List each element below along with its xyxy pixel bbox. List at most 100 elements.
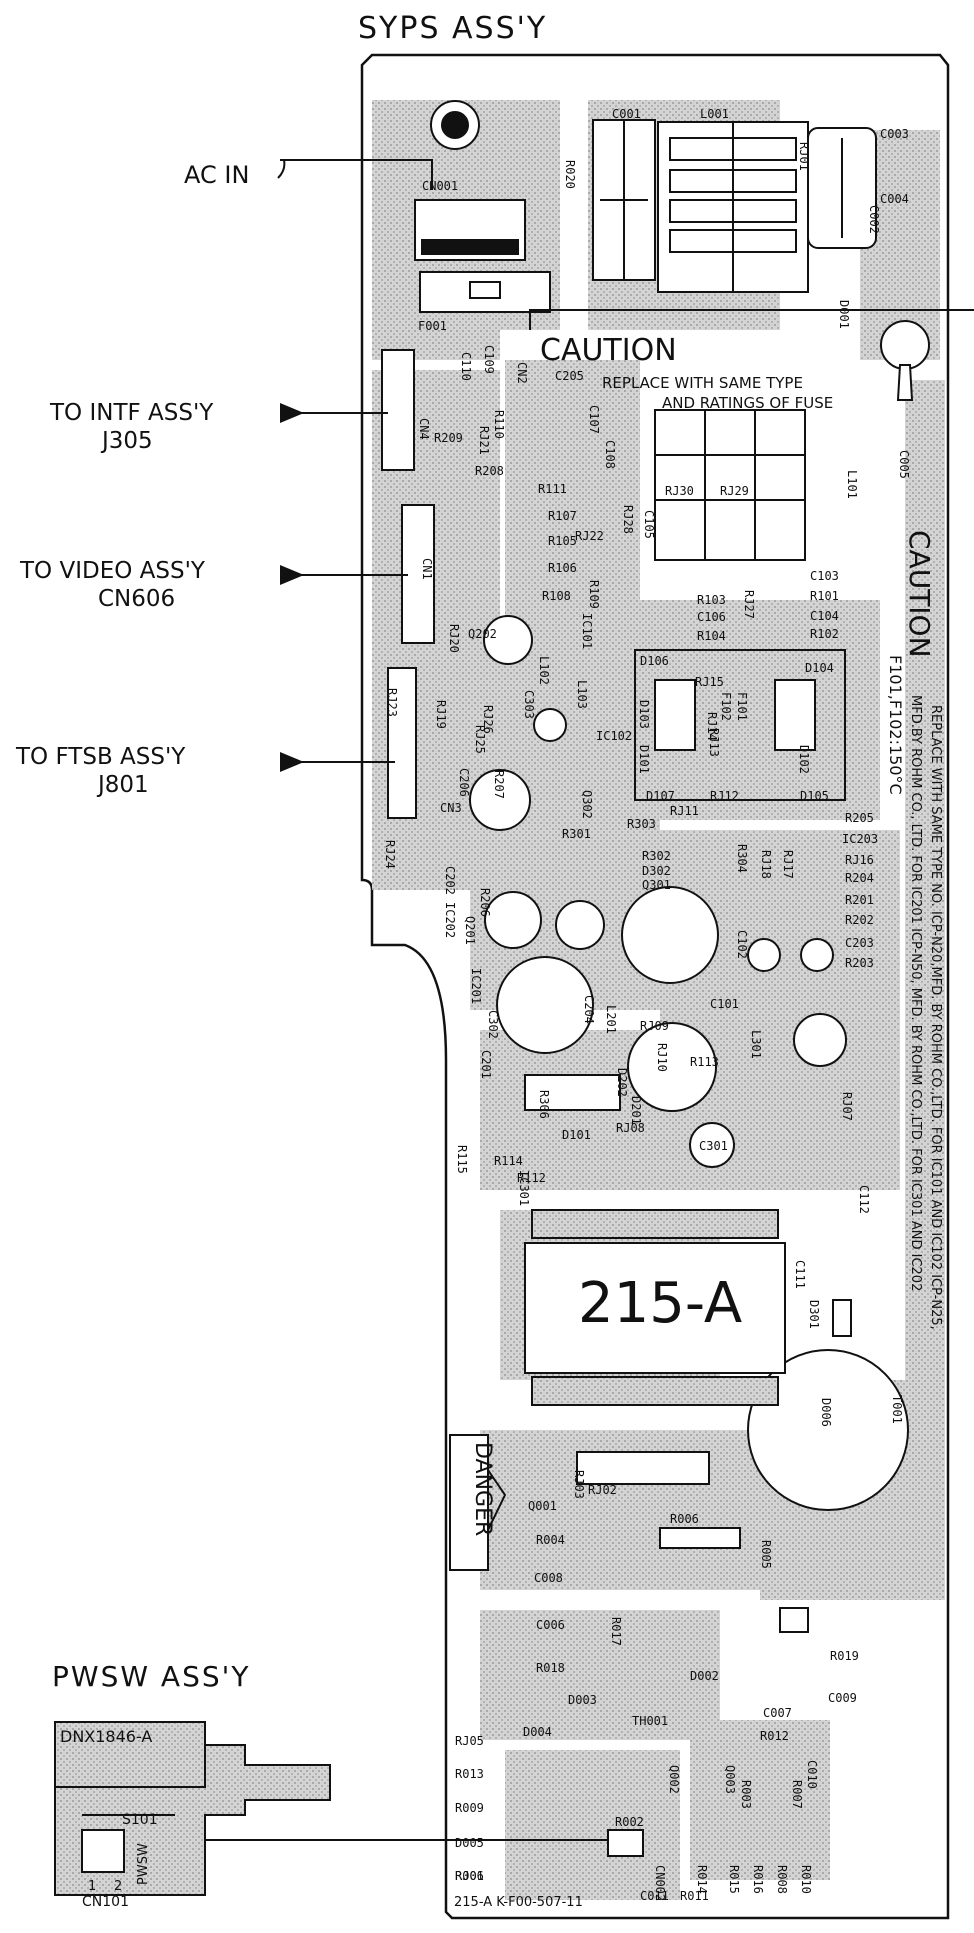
component-label-r203: R203 <box>845 956 874 970</box>
component-label-r113: R113 <box>690 1055 719 1069</box>
component-label-c202: C202 <box>443 866 457 895</box>
component-label-d106: D106 <box>640 654 669 668</box>
component-label-rj14: RJ14 <box>705 712 719 741</box>
component-label-d101: D101 <box>637 745 651 774</box>
component-label-rj05: RJ05 <box>455 1734 484 1748</box>
mfd-note: MFD.BY ROHM CO., LTD. FOR IC201 ICP-N50,… <box>908 695 923 1291</box>
component-label-r205: R205 <box>845 811 874 825</box>
component-label-r004: R004 <box>536 1533 565 1547</box>
component-label-rj07: RJ07 <box>840 1092 854 1121</box>
video-label: TO VIDEO ASS'Y <box>19 558 206 584</box>
component-label-r111: R111 <box>538 482 567 496</box>
intf-label: TO INTF ASS'Y <box>49 400 214 426</box>
component-label-c106: C106 <box>697 610 726 624</box>
component-label-rj09: RJ09 <box>640 1019 669 1033</box>
component-label-rj11: RJ11 <box>670 804 699 818</box>
component-label-c103: C103 <box>810 569 839 583</box>
component-label-cn001: CN001 <box>422 179 458 193</box>
intf-jack-label: J305 <box>100 428 153 454</box>
component-label-q003: Q003 <box>723 1765 737 1794</box>
component-label-rj02: RJ02 <box>588 1483 617 1497</box>
board-parts <box>381 100 930 1857</box>
component-label-rj18: RJ18 <box>759 850 773 879</box>
component-label-r014: R014 <box>695 1865 709 1894</box>
component-label-r102: R102 <box>810 627 839 641</box>
pwsw-heading: PWSW ASS'Y <box>52 1660 250 1693</box>
component-label-r015: R015 <box>727 1865 741 1894</box>
component-label-c107: C107 <box>587 405 601 434</box>
caution-line-1: REPLACE WITH SAME TYPE <box>602 374 803 392</box>
component-label-r104: R104 <box>697 629 726 643</box>
component-label-l102: L102 <box>537 656 551 685</box>
component-label-rj19: RJ19 <box>434 700 448 729</box>
component-label-c201: C201 <box>479 1050 493 1079</box>
component-label-d302: D302 <box>642 864 671 878</box>
board-outline <box>360 53 950 1920</box>
component-label-r306: R306 <box>537 1090 551 1119</box>
component-label-q202: Q202 <box>468 627 497 641</box>
component-label-rj17: RJ17 <box>781 850 795 879</box>
component-label-r115: R115 <box>455 1145 469 1174</box>
component-label-c301: C301 <box>699 1139 728 1153</box>
component-label-l301: L301 <box>749 1030 763 1059</box>
component-label-r019: R019 <box>830 1649 859 1663</box>
danger-label: DANGER <box>470 1442 495 1536</box>
component-label-q301: Q301 <box>642 878 671 892</box>
component-label-c009: C009 <box>828 1691 857 1705</box>
component-label-r101: R101 <box>810 589 839 603</box>
component-label-r208: R208 <box>475 464 504 478</box>
component-label-f101: F101 <box>735 692 749 721</box>
component-label-rj27: RJ27 <box>742 590 756 619</box>
component-label-d201: D201 <box>629 1096 643 1125</box>
component-label-r209: R209 <box>434 431 463 445</box>
component-label-rj24: RJ24 <box>383 840 397 869</box>
component-label-r103: R103 <box>697 593 726 607</box>
component-label-ic201: IC201 <box>469 968 483 1004</box>
video-jack-label: CN606 <box>98 586 175 612</box>
component-label-d005: D005 <box>455 1836 484 1850</box>
pwsw-connector: CN101 <box>82 1894 129 1910</box>
component-label-r001: R001 <box>455 1869 484 1883</box>
component-label-d105: D105 <box>800 789 829 803</box>
component-label-r201: R201 <box>845 893 874 907</box>
component-label-r303: R303 <box>627 817 656 831</box>
component-label-c010: C010 <box>805 1760 819 1789</box>
component-label-c102: C102 <box>735 930 749 959</box>
component-label-r010: R010 <box>799 1865 813 1894</box>
component-label-q302: Q302 <box>580 790 594 819</box>
component-label-c111: C111 <box>793 1260 807 1289</box>
component-label-c101: C101 <box>710 997 739 1011</box>
component-label-c003: C003 <box>880 127 909 141</box>
component-label-r107: R107 <box>548 509 577 523</box>
component-label-f001: F001 <box>418 319 447 333</box>
component-label-cn4: CN4 <box>417 418 431 440</box>
component-label-c109: C109 <box>482 345 496 374</box>
component-label-c008: C008 <box>534 1571 563 1585</box>
component-label-r204: R204 <box>845 871 874 885</box>
copper-areas <box>372 100 945 1900</box>
component-label-f102: F102 <box>719 692 733 721</box>
caution-heading: CAUTION <box>540 333 677 368</box>
component-label-l101: L101 <box>845 470 859 499</box>
component-label-r106: R106 <box>548 561 577 575</box>
component-label-r009: R009 <box>455 1801 484 1815</box>
pwsw-part-number: DNX1846-A <box>60 1727 152 1746</box>
component-label-rj16: RJ16 <box>845 853 874 867</box>
component-label-r202: R202 <box>845 913 874 927</box>
component-label-cn002: CN002 <box>653 1865 667 1901</box>
pwsw-assembly <box>54 1721 331 1896</box>
component-label-c206: C206 <box>457 768 471 797</box>
syps-heading: SYPS ASS'Y <box>358 11 547 46</box>
component-label-rj28: RJ28 <box>621 505 635 534</box>
component-label-c203: C203 <box>845 936 874 950</box>
component-label-c205: C205 <box>555 369 584 383</box>
replace-note: REPLACE WITH SAME TYPE NO. ICP-N20,MFD. … <box>928 705 943 1330</box>
component-label-q001: Q001 <box>528 1499 557 1513</box>
component-label-ic301: IC301 <box>517 1170 531 1206</box>
ac-in-label: AC IN <box>184 161 249 189</box>
component-label-d001: D001 <box>837 300 851 329</box>
component-label-t001: T001 <box>890 1395 904 1424</box>
pwsw-switch-ref: S101 <box>122 1812 158 1828</box>
component-label-rj29: RJ29 <box>720 484 749 498</box>
